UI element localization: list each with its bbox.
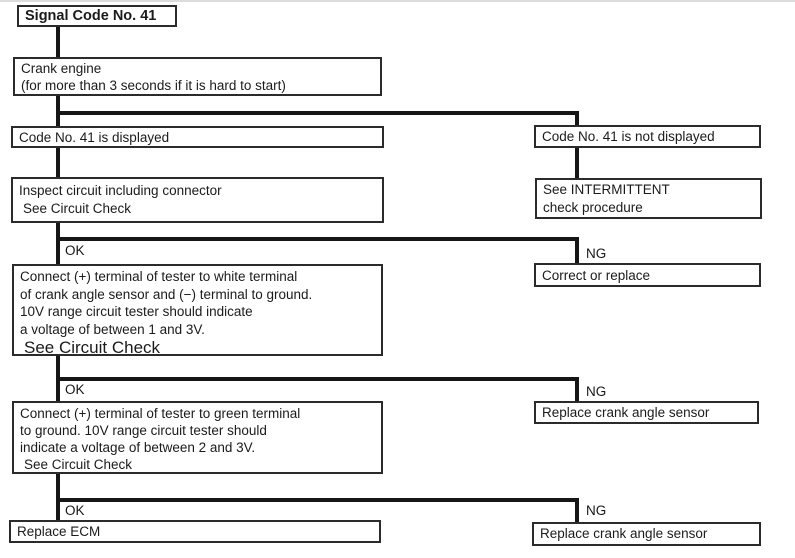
ng-label-1: NG (586, 246, 607, 261)
connector-branch-4 (56, 498, 579, 502)
node-text: to ground. 10V range circuit tester shou… (20, 423, 267, 438)
node-text: Inspect circuit including connector (19, 183, 222, 198)
node-text: Replace crank angle sensor (542, 405, 710, 420)
flow-node-inspect-circuit: Inspect circuit including connector See … (11, 177, 384, 223)
connector-trunk-3 (56, 147, 60, 177)
flow-node-replace-crank-angle-sensor-bottom: Replace crank angle sensor (532, 522, 761, 546)
flow-node-replace-ecm: Replace ECM (9, 520, 381, 543)
flow-node-correct-or-replace: Correct or replace (534, 263, 761, 287)
node-text: See INTERMITTENT (543, 182, 670, 197)
node-text: See Circuit Check (24, 338, 161, 356)
connector-trunk-2 (56, 95, 60, 126)
connector-stub-right-3 (575, 377, 579, 401)
node-text: of crank angle sensor and (−) terminal t… (20, 286, 313, 302)
node-text: Replace crank angle sensor (540, 526, 708, 541)
node-text: Crank engine (21, 61, 102, 76)
connector-trunk-1 (56, 26, 60, 57)
flow-node-crank-engine: Crank engine (for more than 3 seconds if… (13, 57, 382, 96)
flow-node-code-displayed: Code No. 41 is displayed (11, 126, 384, 148)
flow-node-intermittent-check: See INTERMITTENT check procedure (535, 178, 762, 219)
connector-stub-right-2 (575, 237, 579, 263)
connector-trunk-4 (56, 222, 60, 264)
connector-branch-2 (56, 237, 579, 241)
node-text: See Circuit Check (23, 201, 132, 216)
connector-stub-right-4 (575, 498, 579, 523)
flow-node-replace-crank-angle-sensor-mid: Replace crank angle sensor (534, 401, 759, 424)
node-text: 10V range circuit tester should indicate (20, 304, 253, 319)
connector-stub-right-1 (575, 111, 579, 127)
node-text: Connect (+) terminal of tester to white … (20, 269, 298, 284)
flow-node-test-white-terminal: Connect (+) terminal of tester to white … (12, 264, 383, 356)
ok-label-1: OK (65, 243, 85, 258)
flow-node-signal-code-title: Signal Code No. 41 (17, 5, 177, 27)
flow-node-test-green-terminal: Connect (+) terminal of tester to green … (12, 401, 383, 474)
node-text: See Circuit Check (24, 457, 133, 472)
node-text: Connect (+) terminal of tester to green … (20, 406, 301, 421)
node-text: Code No. 41 is displayed (19, 130, 170, 145)
node-text: indicate a voltage of between 2 and 3V. (20, 440, 256, 455)
ng-label-2: NG (586, 384, 607, 399)
scan-artifact-line (0, 0, 795, 2)
ok-label-2: OK (65, 382, 85, 397)
node-text: Signal Code No. 41 (25, 8, 157, 24)
node-text: Correct or replace (542, 268, 651, 283)
ng-label-3: NG (586, 503, 607, 518)
flow-node-code-not-displayed: Code No. 41 is not displayed (534, 125, 761, 148)
connector-stub-right-1b (575, 147, 579, 178)
connector-branch-3 (56, 377, 579, 381)
node-text: Replace ECM (17, 524, 101, 539)
node-text: a voltage of between 1 and 3V. (20, 321, 205, 337)
node-text: check procedure (543, 200, 643, 215)
ok-label-3: OK (65, 503, 85, 518)
connector-trunk-6 (56, 473, 60, 520)
connector-branch-1 (56, 111, 579, 115)
node-text: (for more than 3 seconds if it is hard t… (21, 78, 286, 93)
node-text: Code No. 41 is not displayed (542, 129, 715, 144)
